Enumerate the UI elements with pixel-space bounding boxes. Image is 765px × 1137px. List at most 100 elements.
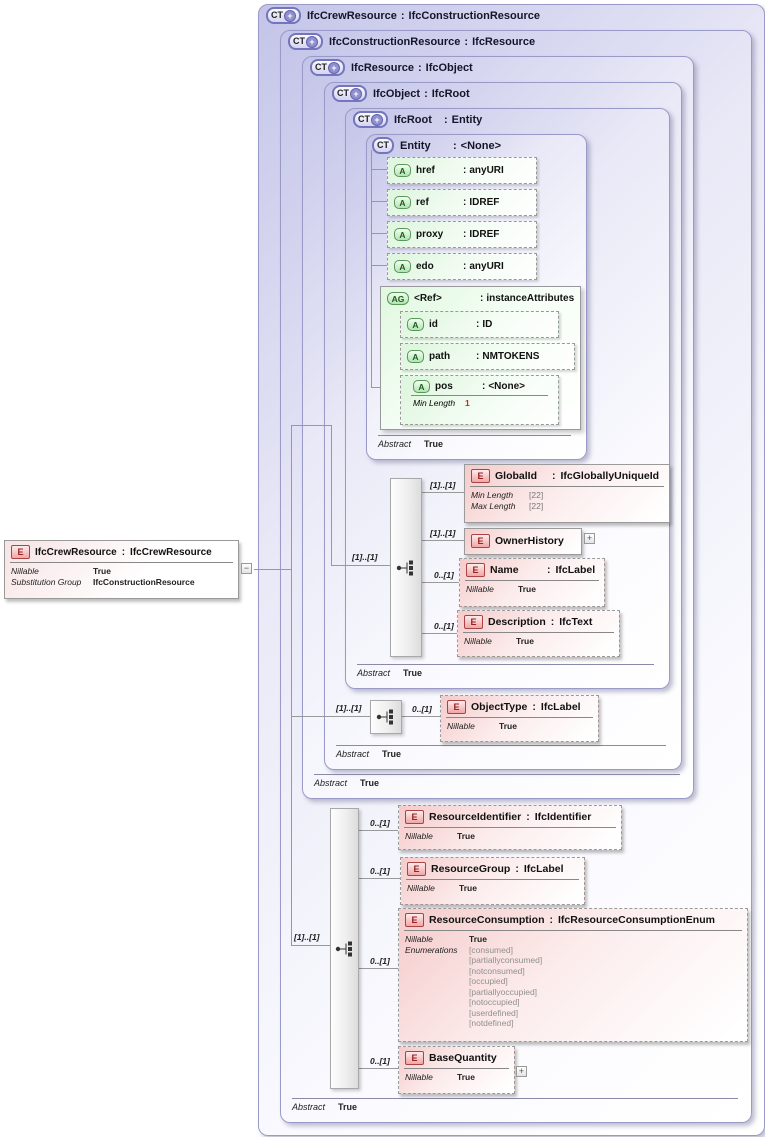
- attribute-box-id[interactable]: A id :ID: [400, 311, 559, 338]
- complextype-header-ifcconstructionresource[interactable]: CT+ IfcConstructionResource:IfcResource: [288, 33, 535, 50]
- collapse-icon[interactable]: −: [241, 563, 252, 574]
- separator: :: [552, 470, 556, 482]
- sequence-icon: [335, 941, 352, 956]
- element-icon: E: [466, 563, 485, 577]
- attribute-group-type: :instanceAttributes: [480, 293, 575, 304]
- attribute-box-proxy[interactable]: A proxy :IDREF: [387, 221, 537, 248]
- element-icon: E: [11, 545, 30, 559]
- sequence-icon: [376, 709, 393, 725]
- element-box-globalid[interactable]: E GlobalId : IfcGloballyUniqueId Min Len…: [464, 464, 670, 523]
- element-type: IfcLabel: [540, 701, 581, 713]
- sequence-compositor-ifcobject[interactable]: [370, 700, 402, 734]
- separator: :: [526, 811, 530, 823]
- plus-icon: +: [350, 87, 362, 100]
- attribute-group-name: <Ref>: [414, 293, 442, 304]
- type-title: IfcResource:IfcObject: [351, 61, 473, 74]
- complextype-header-ifcroot[interactable]: CT+ IfcRoot:Entity: [353, 111, 482, 128]
- divider: [314, 774, 680, 775]
- element-box-ownerhistory[interactable]: E OwnerHistory: [464, 528, 582, 555]
- attribute-type: :anyURI: [463, 165, 504, 176]
- connector-line: [357, 968, 398, 969]
- attribute-box-href[interactable]: A href :anyURI: [387, 157, 537, 184]
- ct-badge-label: CT: [377, 140, 389, 150]
- element-name: Description: [488, 616, 546, 628]
- type-title: IfcObject:IfcRoot: [373, 87, 470, 100]
- divider: [463, 632, 614, 633]
- separator: :: [121, 546, 126, 558]
- connector-line: [371, 233, 387, 234]
- expand-icon[interactable]: +: [584, 533, 595, 544]
- connector-line: [420, 582, 459, 583]
- divider: [411, 395, 548, 396]
- attribute-icon: A: [394, 260, 411, 273]
- complextype-icon: CT+: [288, 33, 323, 50]
- attribute-icon: A: [394, 164, 411, 177]
- complextype-header-ifcresource[interactable]: CT+ IfcResource:IfcObject: [310, 59, 473, 76]
- attribute-name: ref: [416, 197, 429, 208]
- attribute-name: edo: [416, 261, 434, 272]
- element-type: IfcLabel: [555, 564, 596, 576]
- element-box-ifccrewresource[interactable]: E IfcCrewResource : IfcCrewResource Nill…: [4, 540, 239, 599]
- attribute-box-path[interactable]: A path :NMTOKENS: [400, 343, 575, 370]
- complextype-header-entity[interactable]: CT Entity:<None>: [372, 137, 501, 154]
- sequence-compositor-ifcconstructionresource[interactable]: [330, 808, 359, 1089]
- element-box-resourceidentifier[interactable]: E ResourceIdentifier : IfcIdentifier Nil…: [398, 805, 622, 850]
- ct-badge-label: CT: [293, 36, 305, 46]
- connector-line: [331, 565, 390, 566]
- complextype-icon: CT+: [353, 111, 388, 128]
- complextype-icon: CT+: [332, 85, 367, 102]
- complextype-header-ifcobject[interactable]: CT+ IfcObject:IfcRoot: [332, 85, 470, 102]
- cardinality-label: [1]..[1]: [430, 480, 456, 490]
- divider: [465, 580, 599, 581]
- divider: [404, 1068, 509, 1069]
- attribute-icon: A: [407, 350, 424, 363]
- ct-badge-label: CT: [337, 88, 349, 98]
- type-title: Entity:<None>: [400, 139, 502, 152]
- separator: :: [515, 863, 519, 875]
- connector-line: [420, 492, 464, 493]
- divider: [446, 717, 593, 718]
- connector-line: [291, 945, 330, 946]
- attribute-name: pos: [435, 381, 453, 392]
- cardinality-label: 0..[1]: [370, 956, 390, 966]
- separator: :: [550, 616, 555, 628]
- sequence-compositor-ifcroot[interactable]: [390, 478, 422, 657]
- element-icon: E: [447, 700, 466, 714]
- ct-badge-label: CT: [358, 114, 370, 124]
- element-name: ResourceGroup: [431, 863, 511, 875]
- facet-value: 1: [465, 398, 470, 408]
- element-name: ObjectType: [471, 701, 528, 713]
- attribute-box-edo[interactable]: A edo :anyURI: [387, 253, 537, 280]
- connector-line: [331, 425, 332, 565]
- separator: :: [547, 564, 551, 576]
- attribute-name: href: [416, 165, 435, 176]
- divider: [292, 1098, 738, 1099]
- complextype-header-ifccrewresource[interactable]: CT+ IfcCrewResource:IfcConstructionResou…: [266, 7, 540, 24]
- connector-line: [291, 716, 370, 717]
- divider: [404, 930, 742, 931]
- cardinality-label: [1]..[1]: [430, 528, 456, 538]
- element-type: IfcLabel: [523, 863, 564, 875]
- divider: [470, 486, 664, 487]
- element-icon: E: [405, 913, 424, 927]
- cardinality-label: [1]..[1]: [294, 932, 320, 942]
- ct-badge-label: CT: [271, 10, 283, 20]
- element-name: Name: [490, 564, 519, 576]
- element-name: GlobalId: [495, 470, 537, 482]
- divider: [406, 879, 579, 880]
- attribute-box-ref[interactable]: A ref :IDREF: [387, 189, 537, 216]
- element-box-resourceconsumption[interactable]: E ResourceConsumption : IfcResourceConsu…: [398, 908, 748, 1042]
- attribute-type: :IDREF: [463, 197, 500, 208]
- separator: :: [532, 701, 536, 713]
- expand-icon[interactable]: +: [516, 1066, 527, 1077]
